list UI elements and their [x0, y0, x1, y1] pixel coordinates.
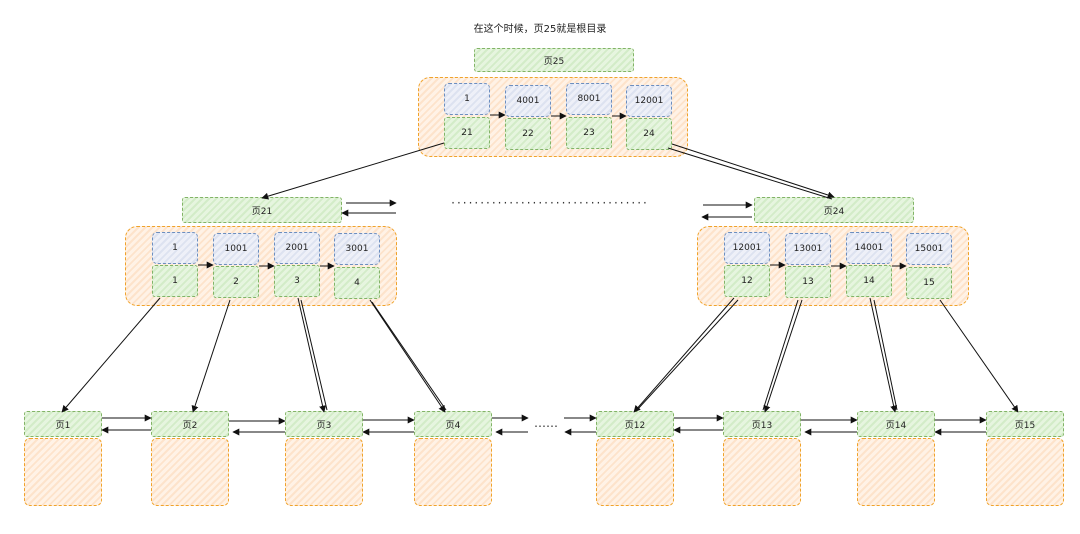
mid-key: 12001: [724, 232, 770, 264]
page21-to-leaf-arrow: [369, 299, 446, 413]
mid-key: 2001: [274, 232, 320, 264]
leaf-page-records: [723, 438, 801, 506]
mid-pointer: 14: [846, 265, 892, 297]
root-pointer: 21: [444, 117, 490, 149]
mid-pointer: 13: [785, 266, 831, 298]
page21-to-leaf-arrow: [191, 299, 231, 413]
leaf-page-records: [24, 438, 102, 506]
page21-to-leaf-arrow: [297, 297, 327, 413]
mid-pointer: 15: [906, 267, 952, 299]
mid-key: 3001: [334, 233, 380, 265]
mid-pointer: 1: [152, 265, 198, 297]
page24-to-leaf-sketch-line: [762, 299, 799, 411]
mid-key: 1: [152, 232, 198, 264]
leaf-page-label: 页4: [414, 411, 492, 437]
root-pointer: 23: [566, 117, 612, 149]
leaf-page-records: [596, 438, 674, 506]
mid-pointer: 3: [274, 265, 320, 297]
page24-to-leaf-sketch-line: [873, 299, 898, 411]
mid-key: 14001: [846, 232, 892, 264]
leaf-page-records: [285, 438, 363, 506]
leaf-page-records: [986, 438, 1064, 506]
leaf-level-ellipsis: ……: [534, 416, 558, 430]
page24-to-leaf-arrow: [763, 299, 803, 413]
root-key: 8001: [566, 83, 612, 115]
root-page-label: 页25: [474, 48, 634, 72]
page24-to-leaf-arrow: [939, 299, 1019, 413]
leaf-page-records: [857, 438, 935, 506]
mid-level-ellipsis: ··································: [451, 196, 649, 210]
root-key: 4001: [505, 85, 551, 117]
leaf-page-label: 页12: [596, 411, 674, 437]
leaf-page-label: 页14: [857, 411, 935, 437]
root-pointer: 22: [505, 118, 551, 150]
leaf-page-records: [414, 438, 492, 506]
page24-to-leaf-arrow: [869, 297, 898, 413]
page21-to-leaf-sketch-line: [300, 299, 328, 411]
leaf-page-label: 页13: [723, 411, 801, 437]
leaf-page-label: 页3: [285, 411, 363, 437]
root-key: 12001: [626, 85, 672, 117]
root-to-page21-arrow: [261, 142, 445, 200]
mid-pointer: 12: [724, 265, 770, 297]
mid-pointer: 2: [213, 266, 259, 298]
page24-to-leaf-sketch-line: [636, 299, 739, 411]
mid-page-label: 页24: [754, 197, 914, 223]
root-to-page24-arrow: [671, 143, 835, 199]
root-pointer: 24: [626, 118, 672, 150]
page24-to-leaf-arrow: [633, 297, 735, 413]
leaf-page-label: 页1: [24, 411, 102, 437]
mid-key: 1001: [213, 233, 259, 265]
mid-key: 13001: [785, 233, 831, 265]
mid-pointer: 4: [334, 267, 380, 299]
page21-to-leaf-arrow: [61, 297, 161, 413]
root-key: 1: [444, 83, 490, 115]
mid-page-label: 页21: [182, 197, 342, 223]
leaf-page-records: [151, 438, 229, 506]
mid-key: 15001: [906, 233, 952, 265]
root-to-page24-sketch-line: [667, 147, 833, 200]
leaf-page-label: 页15: [986, 411, 1064, 437]
page21-to-leaf-sketch-line: [371, 301, 447, 411]
leaf-page-label: 页2: [151, 411, 229, 437]
diagram-caption: 在这个时候，页25就是根目录: [473, 24, 607, 35]
